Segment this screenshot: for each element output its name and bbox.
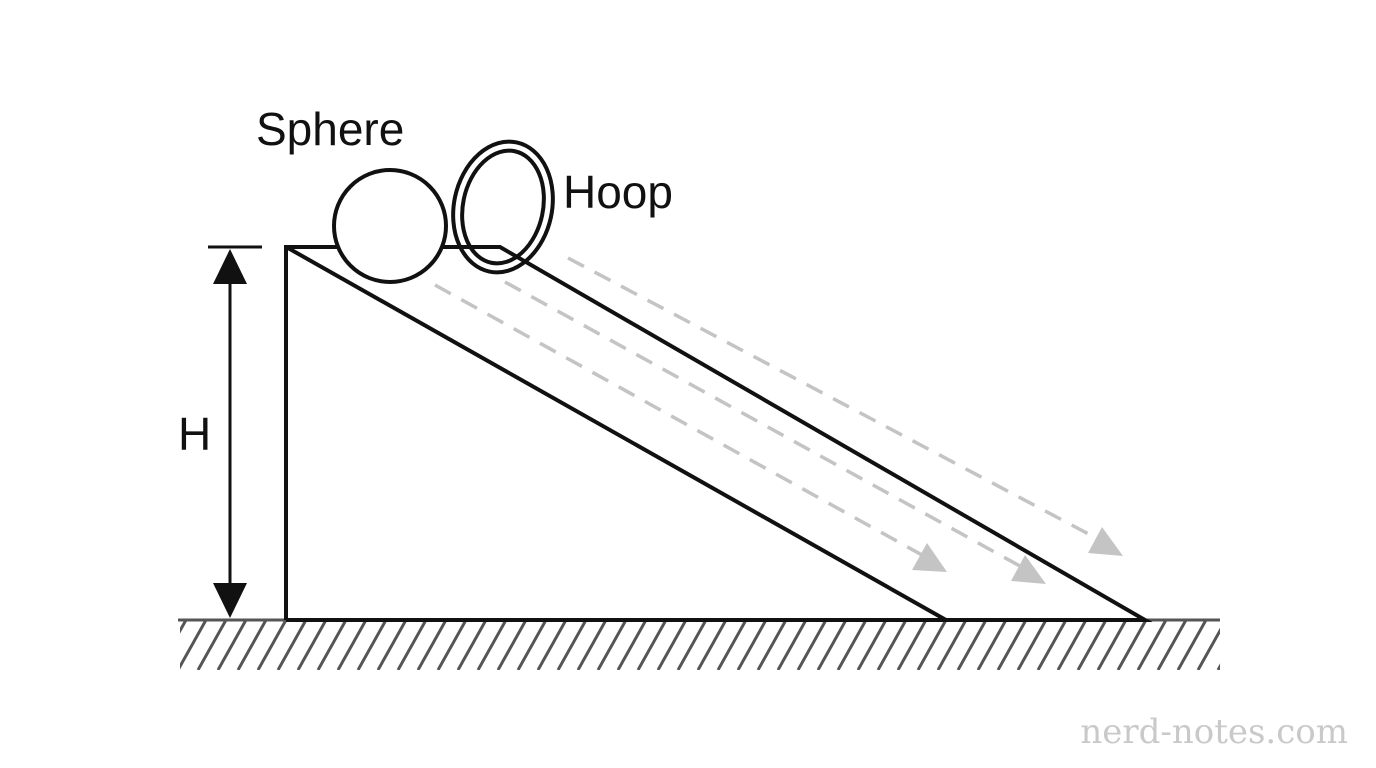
path-arrowheads <box>912 527 1123 584</box>
hoop-label: Hoop <box>563 166 673 218</box>
hoop-path-arrow <box>504 280 1040 578</box>
sphere-path-arrow <box>434 283 942 567</box>
sphere-shape <box>332 168 448 284</box>
watermark: nerd-notes.com <box>1080 712 1348 752</box>
hoop-path-arrowhead <box>1011 555 1046 584</box>
height-dimension <box>208 245 262 618</box>
height-arrow-up-icon <box>213 249 247 284</box>
ground-hatch <box>180 620 1220 670</box>
motion-paths <box>434 256 1117 578</box>
outer-path-arrowhead <box>1088 527 1123 556</box>
hoop-outer-ring <box>451 139 555 275</box>
hoop-shape <box>451 139 555 275</box>
inclines <box>284 245 1153 622</box>
outer-path-arrow <box>567 256 1117 550</box>
outer-incline <box>284 245 1153 622</box>
sphere-path-arrowhead <box>912 543 947 572</box>
inner-incline-slope <box>287 246 947 622</box>
height-label: H <box>178 408 211 460</box>
hoop-inner-ring <box>460 148 546 266</box>
height-arrow-down-icon <box>213 583 247 618</box>
sphere-label: Sphere <box>256 103 404 155</box>
ground <box>178 618 1220 670</box>
